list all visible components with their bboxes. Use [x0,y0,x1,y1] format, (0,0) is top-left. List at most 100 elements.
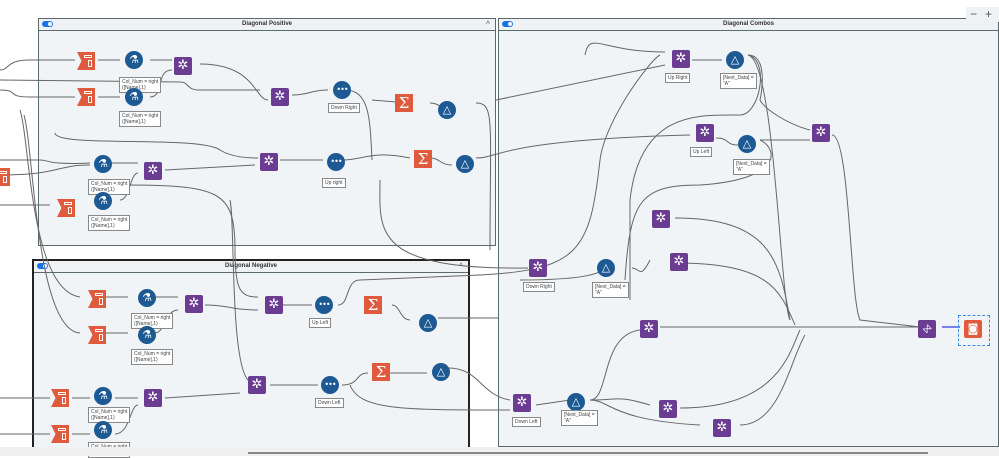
sample-tool[interactable] [327,153,345,171]
join-annotation: Up Left [690,147,713,157]
formula-tool[interactable] [125,51,143,69]
wire [679,329,801,409]
wire [379,179,529,269]
formula-tool[interactable] [94,387,112,405]
join-tool[interactable] [652,210,670,228]
summarize-tool[interactable] [395,94,413,112]
join-tool[interactable] [640,320,658,338]
union-tool[interactable] [918,320,936,338]
sample-tool[interactable] [333,81,351,99]
output-data-tool[interactable] [964,320,982,338]
toggle-icon[interactable] [42,21,53,27]
horizontal-scrollbar-thumb[interactable] [248,452,928,454]
collapse-icon[interactable]: ^ [485,21,490,28]
wire [341,372,427,386]
summarize-tool[interactable] [372,363,390,381]
formula-tool[interactable] [94,155,112,173]
sample-tool[interactable] [321,376,339,394]
wire [739,334,806,426]
join-tool[interactable] [696,124,714,142]
wire [349,384,511,411]
join-tool[interactable] [144,389,162,407]
wire [0,59,75,71]
zoom-out-button[interactable]: − [969,7,977,21]
filter-tool[interactable] [419,314,437,332]
join-tool[interactable] [260,153,278,171]
wire [344,89,373,161]
container-header[interactable]: Diagonal Combos [499,19,998,31]
collapse-icon[interactable]: ^ [458,263,463,270]
sample-tool[interactable] [315,296,333,314]
sample-annotation: Down Right [328,103,360,113]
join-tool[interactable] [672,50,690,68]
filter-annotation: [Next_Data] = "A" [561,410,598,426]
container-header[interactable]: Diagonal Negative ^ [34,261,468,273]
filter-tool[interactable] [438,101,456,119]
join-tool[interactable] [185,295,203,313]
wire [631,259,651,272]
formula-tool[interactable] [94,192,112,210]
formula-annotation: Col_Num = right ([Name],1) [88,407,131,423]
filter-tool[interactable] [726,51,744,69]
selected-output-tool[interactable] [958,315,990,346]
wire [229,199,249,381]
join-tool[interactable] [248,376,266,394]
formula-annotation: Col_Num = right ([Name],1) [88,179,131,195]
toggle-icon[interactable] [502,21,513,27]
filter-tool[interactable] [567,393,585,411]
input-data-tool[interactable] [88,290,106,308]
summarize-tool[interactable] [364,296,382,314]
wire [164,392,241,399]
filter-annotation: [Next_Data] = "A" [592,282,629,298]
input-data-tool[interactable] [77,52,95,70]
filter-annotation: [Next_Data] = "A" [720,73,757,89]
join-tool[interactable] [812,124,830,142]
join-tool[interactable] [271,88,289,106]
formula-tool[interactable] [125,88,143,106]
join-tool[interactable] [144,162,162,180]
container-header[interactable]: Diagonal Positive ^ [39,19,495,31]
join-tool[interactable] [670,253,688,271]
join-tool[interactable] [513,394,531,412]
input-data-tool[interactable] [57,199,75,217]
filter-tool[interactable] [432,363,450,381]
input-data-tool[interactable] [77,88,95,106]
wire [674,262,796,326]
input-data-tool[interactable] [0,168,10,186]
join-tool[interactable] [174,57,192,75]
join-tool[interactable] [713,419,731,437]
wire [164,164,256,171]
input-data-tool[interactable] [88,326,106,344]
formula-tool[interactable] [138,326,156,344]
sample-annotation: Up right [322,178,346,188]
sample-annotation: Down Left [315,398,344,408]
wire [119,184,259,298]
toggle-icon[interactable] [37,263,48,269]
wire [475,102,492,251]
summarize-tool[interactable] [414,150,432,168]
horizontal-scrollbar-track[interactable] [0,447,999,456]
filter-tool[interactable] [738,135,756,153]
wire [624,139,772,281]
join-tool[interactable] [529,259,547,277]
wire [589,398,651,406]
wire [589,399,701,426]
container-diagonal-positive[interactable]: Diagonal Positive ^ [38,18,496,246]
wire [495,64,666,101]
filter-tool[interactable] [456,155,474,173]
input-data-tool[interactable] [51,389,69,407]
wire [747,54,811,131]
wire [0,79,260,91]
input-data-tool[interactable] [51,425,69,443]
join-tool[interactable] [659,400,677,418]
formula-tool[interactable] [138,289,156,307]
formula-tool[interactable] [94,421,112,439]
join-tool[interactable] [265,296,283,314]
zoom-in-button[interactable]: + [984,7,992,21]
join-annotation: Up Right [665,73,691,83]
wire [535,399,571,406]
filter-tool[interactable] [597,259,615,277]
wire [831,134,921,328]
wire [0,159,91,164]
